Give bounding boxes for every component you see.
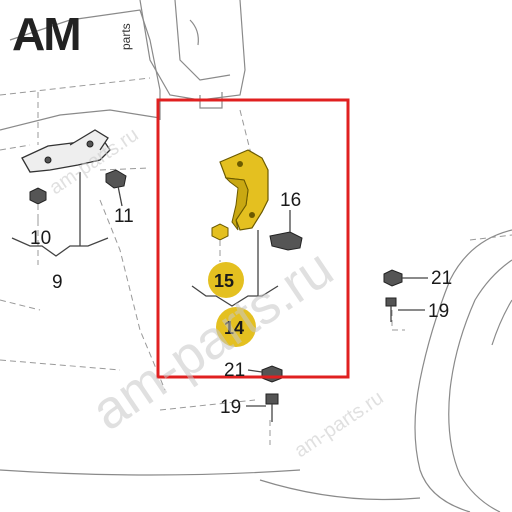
callout-21-bottom: 21: [224, 360, 245, 381]
logo-sub: parts: [119, 23, 133, 50]
wheel-arch: [0, 229, 512, 512]
bracket-part-9: [21, 129, 111, 173]
callout-19-right: 19: [428, 301, 449, 322]
callout-21-right: 21: [431, 268, 452, 289]
logo-main: AM: [12, 8, 80, 60]
fastener-bottom: [261, 365, 283, 422]
highlight-circle-15: [208, 262, 244, 298]
callout-bracket-14: [191, 230, 279, 307]
bolt-part-11: [105, 169, 127, 207]
callout-bracket-9: [11, 172, 109, 257]
nut-part-10: [29, 187, 47, 222]
callout-14: 14: [224, 318, 244, 338]
highlight-frame: [156, 98, 350, 379]
leader-lines: [246, 277, 428, 407]
callout-16: 16: [280, 190, 301, 211]
callout-10: 10: [30, 228, 51, 249]
watermark-small-2: am-parts.ru: [290, 387, 387, 462]
highlight-circle-14: [216, 307, 256, 347]
body-panel-outlines: [0, 0, 405, 445]
fastener-right: [383, 269, 403, 322]
callout-9: 9: [52, 272, 63, 293]
bracket-part-14: [219, 149, 269, 231]
am-parts-logo: AM parts: [12, 8, 133, 60]
nut-part-15: [211, 223, 229, 262]
callout-11: 11: [114, 206, 134, 227]
callout-15: 15: [214, 271, 234, 291]
callout-19-bottom: 19: [220, 397, 241, 418]
bolt-part-16: [269, 210, 303, 251]
